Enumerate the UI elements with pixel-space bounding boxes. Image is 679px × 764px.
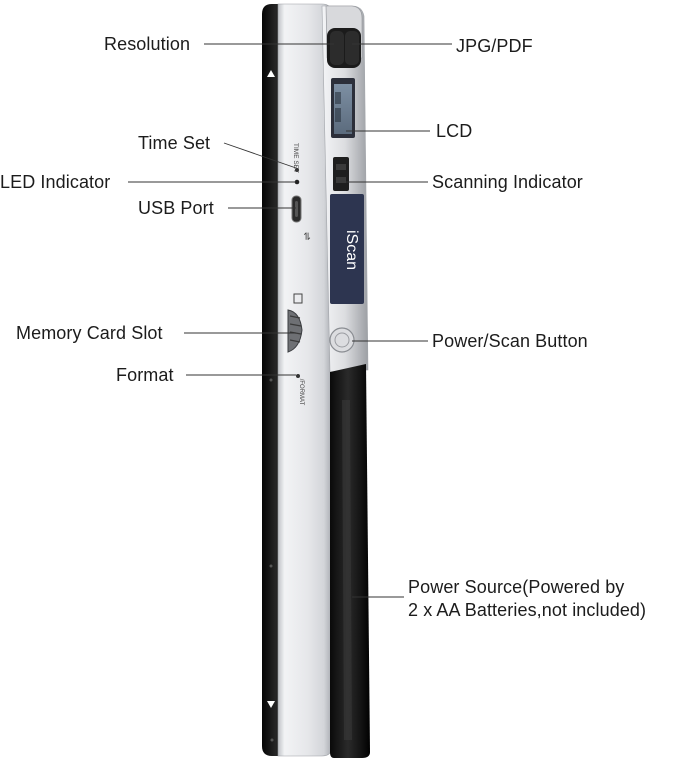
format-mark: /FORMAT — [298, 379, 304, 406]
up-arrow-icon — [267, 70, 275, 77]
usb-icon: ⇌ — [301, 232, 312, 240]
label-power-source-line2: 2 x AA Batteries,not included) — [408, 600, 647, 620]
label-time-set: Time Set — [138, 133, 211, 153]
label-jpg-pdf: JPG/PDF — [456, 36, 533, 56]
brand-logo: iScan — [343, 230, 360, 270]
label-power-source: Power Source(Powered by 2 x AA Batteries… — [408, 576, 679, 622]
label-lcd: LCD — [436, 121, 473, 141]
leader-lines — [128, 43, 452, 598]
label-resolution: Resolution — [104, 34, 191, 54]
label-scanning-indicator: Scanning Indicator — [432, 172, 583, 192]
power-scan-button-shape — [329, 327, 355, 353]
led-indicator-light — [294, 179, 300, 185]
time-set-mark: TIME SET — [292, 143, 299, 173]
time-set-hole — [295, 168, 299, 172]
label-power-source-line1: Power Source(Powered by — [408, 577, 625, 597]
brand-panel — [330, 194, 364, 304]
scanner-silver-face — [277, 3, 333, 757]
label-memory-card-slot: Memory Card Slot — [16, 323, 163, 343]
leader-time-set — [223, 142, 297, 169]
scanning-indicator-light — [333, 157, 349, 191]
sd-card-icon — [293, 293, 303, 304]
label-led-indicator: LED Indicator — [0, 172, 111, 192]
label-power-scan-button: Power/Scan Button — [432, 331, 588, 351]
label-usb-port: USB Port — [138, 198, 214, 218]
format-hole — [296, 374, 300, 378]
down-arrow-icon — [267, 701, 275, 708]
label-format: Format — [116, 365, 174, 385]
